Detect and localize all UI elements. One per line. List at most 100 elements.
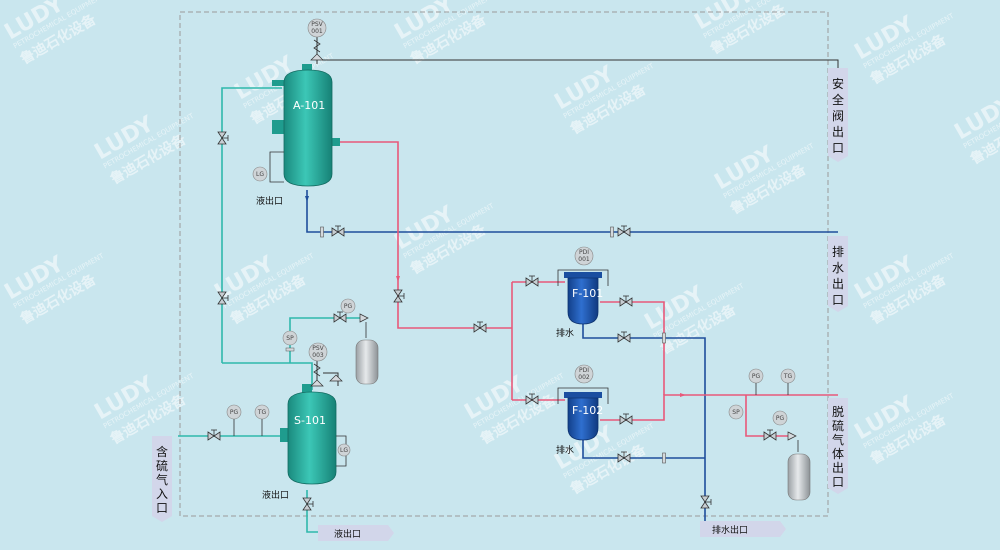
drain-outlet-bottom-box[interactable]: 排水出口: [700, 521, 786, 537]
pg-s101-top-tag: PG: [344, 303, 353, 310]
lg-a101-tag: LG: [256, 171, 264, 178]
vertical-label-char: 口: [156, 501, 168, 515]
vertical-label-char: 硫: [156, 458, 168, 473]
f101-pdi[interactable]: PDI 001: [557, 246, 609, 286]
tg-outlet-tag: TG: [783, 373, 793, 380]
valve-gas-up-1[interactable]: [217, 131, 229, 145]
flange-f101-drain: [662, 332, 666, 344]
vertical-label-char: 排: [832, 245, 844, 259]
outlet-gas-cylinder[interactable]: [787, 440, 811, 501]
vertical-label-char: 全: [832, 92, 844, 107]
vertical-label-char: 脱: [832, 404, 844, 419]
flow-arrow-red: [396, 276, 400, 282]
drain-outlet-right-box[interactable]: [828, 236, 848, 312]
vertical-label-char: 口: [832, 141, 844, 155]
pdi001-number: 001: [578, 256, 590, 263]
flange-f102-drain: [662, 452, 666, 464]
s101-liquid-outlet-label: 液出口: [262, 489, 289, 501]
vtext-drain-outlet: 排水出口: [832, 245, 844, 307]
valve-red-inlet[interactable]: [473, 321, 487, 333]
inlet-pg[interactable]: PG: [226, 404, 242, 436]
valve-inlet[interactable]: [207, 429, 221, 441]
flow-arrow-outlet: [680, 393, 686, 397]
pg-outlet-tag: PG: [752, 373, 761, 380]
vessel-s101[interactable]: S-101: [280, 384, 337, 485]
s101-sp[interactable]: SP: [282, 330, 298, 352]
safety-valve-line: [322, 59, 839, 386]
s101-pg-top[interactable]: PG: [333, 298, 369, 323]
vertical-label-char: 口: [832, 475, 844, 489]
valve-drain-bottom[interactable]: [700, 495, 712, 509]
safety-valve-outlet-box[interactable]: [828, 68, 848, 162]
outlet-sp[interactable]: SP: [728, 404, 744, 420]
flange-a101-drain: [320, 226, 324, 238]
vertical-label-char: 出: [832, 461, 844, 475]
vertical-label-char: 入: [156, 487, 168, 501]
vessel-a101[interactable]: A-101: [272, 64, 340, 187]
valve-outlet-pg[interactable]: [763, 429, 777, 441]
desulfurized-gas-outlet-box[interactable]: [828, 398, 848, 494]
vessel-f101-label: F-101: [572, 287, 603, 300]
flange-drain-main: [610, 226, 614, 238]
vertical-label-char: 口: [832, 293, 844, 307]
drain-outlet-bottom-label: 排水出口: [712, 524, 748, 536]
f102-drain-label: 排水: [556, 444, 574, 456]
a101-liquid-outlet-label: 液出口: [256, 195, 283, 207]
s101-gas-cylinder[interactable]: [355, 322, 379, 385]
valve-s101-liquid[interactable]: [302, 497, 314, 511]
psv001-number: 001: [311, 28, 323, 35]
a101-level-gauge[interactable]: LG: [252, 151, 284, 183]
tg-inlet-tag: TG: [257, 409, 267, 416]
valve-f102-out[interactable]: [619, 413, 633, 425]
valve-s101-pg[interactable]: [333, 311, 347, 323]
outlet-tg[interactable]: TG: [780, 368, 796, 395]
s101-level-gauge[interactable]: LG: [336, 435, 351, 467]
vertical-label-char: 体: [832, 447, 844, 461]
outlet-pg[interactable]: PG: [748, 368, 764, 395]
sp-s101-tag: SP: [286, 335, 294, 342]
pg-inlet-tag: PG: [230, 409, 239, 416]
pdi002-number: 002: [578, 374, 590, 381]
vertical-label-char: 阀: [832, 109, 844, 123]
liquid-outlet-bottom-label: 液出口: [334, 528, 361, 540]
s101-psv[interactable]: PSV 003: [308, 342, 343, 387]
vessel-a101-label: A-101: [293, 99, 325, 112]
liquid-outlet-bottom-box[interactable]: 液出口: [318, 525, 394, 541]
vertical-label-char: 气: [832, 432, 844, 447]
psv003-number: 003: [312, 352, 324, 359]
vessel-f101[interactable]: F-101: [564, 272, 603, 325]
valve-red-down[interactable]: [393, 289, 405, 303]
valve-drain-main[interactable]: [617, 225, 631, 237]
vertical-label-char: 含: [156, 444, 168, 459]
vertical-label-char: 安: [832, 76, 844, 91]
a101-psv[interactable]: PSV 001: [307, 18, 327, 64]
sp-outlet-tag: SP: [732, 409, 740, 416]
valve-f101-out[interactable]: [619, 295, 633, 307]
inlet-tg[interactable]: TG: [254, 404, 270, 436]
valve-f101-in[interactable]: [525, 275, 539, 287]
valve-a101-drain[interactable]: [331, 225, 345, 237]
psv003-tag: PSV: [312, 345, 324, 352]
outlet-pg-2[interactable]: PG: [763, 410, 797, 441]
psv001-tag: PSV: [311, 21, 323, 28]
sour-gas-inlet-box[interactable]: [152, 436, 172, 522]
vertical-label-char: 出: [832, 125, 844, 139]
valve-f101-drain[interactable]: [617, 331, 631, 343]
vessel-f102[interactable]: F-102: [564, 392, 603, 441]
f102-pdi[interactable]: PDI 002: [557, 364, 609, 404]
